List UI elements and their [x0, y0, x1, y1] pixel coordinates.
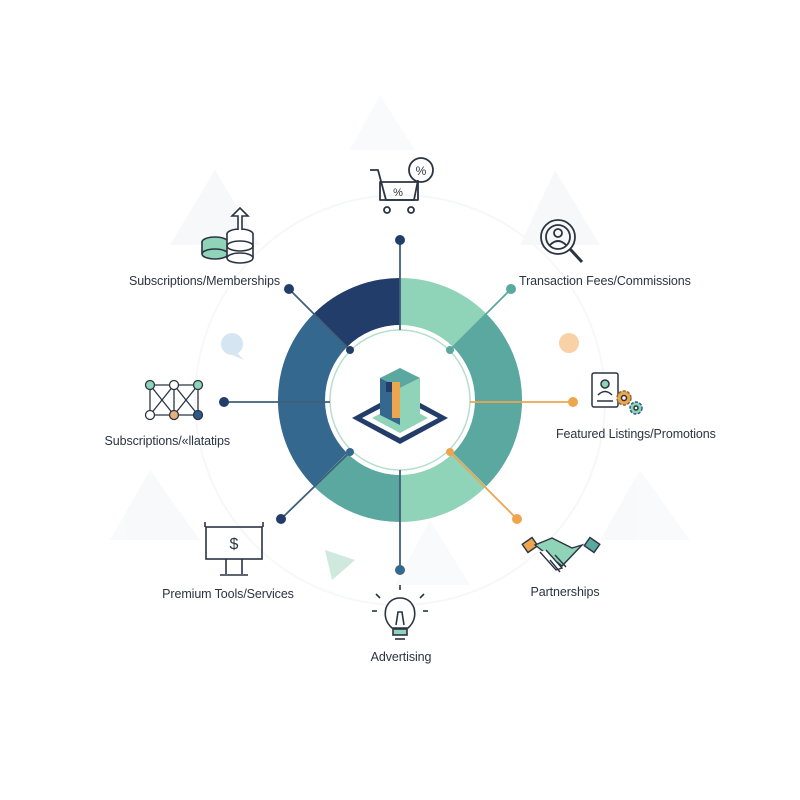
connector-lines — [224, 240, 573, 570]
ring-segment-mint-top — [400, 277, 487, 348]
user-magnifier-icon — [540, 219, 584, 264]
label-transaction-fees: Transaction Fees/Commissions — [519, 274, 691, 288]
label-subscriptions-memberships: Subscriptions/Memberships — [128, 274, 280, 288]
ring-segment-teal-left — [313, 452, 400, 523]
label-advertising: Advertising — [370, 650, 432, 664]
label-featured-listings: Featured Listings/Promotions — [556, 427, 716, 441]
ring-segment-teal-right — [452, 313, 523, 487]
handshake-icon — [521, 536, 601, 573]
connector-dots — [219, 235, 578, 575]
dollar-billboard-icon: $ — [204, 522, 264, 576]
svg-text:$: $ — [230, 536, 239, 553]
ring-segment-mint-bottom — [400, 452, 487, 523]
outer-ring — [277, 277, 523, 523]
label-subscriptions-affiliates: Subscriptions/«llatatips — [104, 434, 231, 448]
platform-cube-icon — [352, 368, 448, 444]
shopping-cart-percent-icon: % % — [370, 157, 434, 214]
label-partnerships: Partnerships — [530, 585, 600, 599]
mint-triangle-decor — [325, 550, 355, 580]
svg-text:%: % — [416, 164, 427, 178]
coin-stack-up-arrow-icon — [201, 206, 254, 264]
speech-bubble-icon — [221, 333, 244, 360]
lightbulb-icon — [372, 585, 428, 640]
svg-text:%: % — [393, 187, 403, 199]
ring-segment-blue-left — [277, 313, 348, 487]
ring-segment-navy — [313, 277, 400, 348]
orange-dot-decor — [559, 333, 579, 353]
label-premium-tools: Premium Tools/Services — [162, 587, 294, 601]
profile-gears-icon — [591, 372, 643, 415]
network-graph-icon — [144, 379, 204, 421]
